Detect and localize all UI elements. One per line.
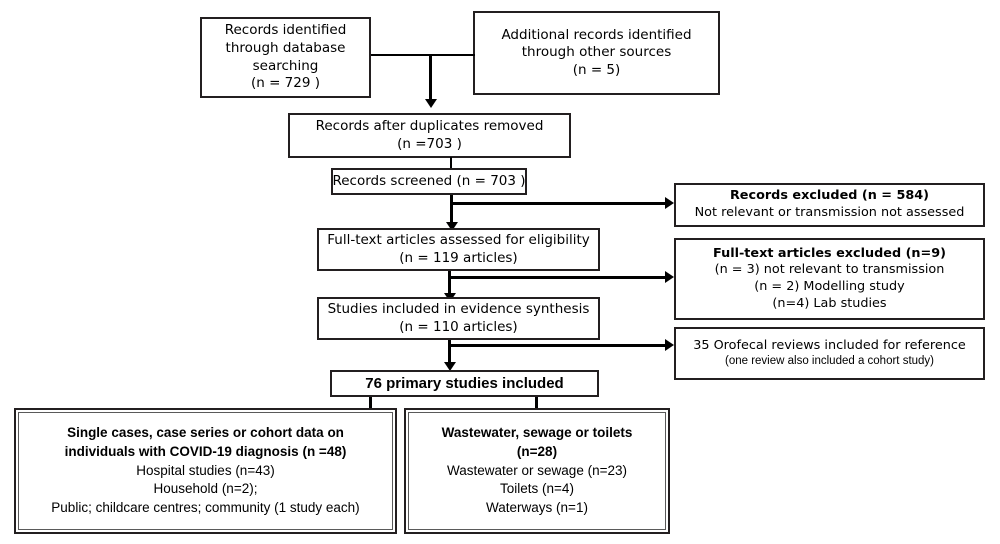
node-records-excluded: Records excluded (n = 584) Not relevant … xyxy=(674,183,985,227)
node-line: (n = 2) Modelling study xyxy=(754,279,905,294)
node-line: Waterways (n=1) xyxy=(486,499,588,515)
node-line: Studies included in evidence synthesis xyxy=(327,300,590,317)
connector-fulltext-stem xyxy=(448,271,451,298)
node-fulltext-excluded: Full-text articles excluded (n=9) (n = 3… xyxy=(674,238,985,320)
node-line: searching xyxy=(252,57,319,74)
connector-studies-stem xyxy=(448,340,451,367)
node-heading: Single cases, case series or cohort data… xyxy=(67,425,344,441)
node-line: (n = 729 ) xyxy=(250,75,321,92)
node-line: (n = 119 articles) xyxy=(399,249,518,266)
connector-branch-orofecal xyxy=(450,344,666,347)
node-line: Records identified xyxy=(224,22,347,39)
connector-primary-to-single-cases xyxy=(369,397,372,413)
node-fulltext-assessed: Full-text articles assessed for eligibil… xyxy=(317,228,600,271)
connector-screened-stem xyxy=(450,195,453,227)
node-line: Full-text articles assessed for eligibil… xyxy=(327,231,590,248)
arrow-to-fulltext-excluded xyxy=(665,271,674,283)
arrow-to-fulltext-assessed xyxy=(446,222,458,231)
node-single-cases: Single cases, case series or cohort data… xyxy=(14,408,397,534)
node-line: Additional records identified xyxy=(501,26,692,43)
connector-top-left-horizontal xyxy=(371,54,431,56)
node-heading: Wastewater, sewage or toilets xyxy=(441,425,633,441)
node-line: Toilets (n=4) xyxy=(500,481,574,497)
node-line: (n = 5) xyxy=(572,61,621,78)
node-line: through database xyxy=(225,39,346,56)
node-heading: (n=28) xyxy=(516,444,558,460)
node-heading: individuals with COVID-19 diagnosis (n =… xyxy=(64,444,347,460)
node-line: (n = 3) not relevant to transmission xyxy=(714,262,945,278)
node-line: 35 Orofecal reviews included for referen… xyxy=(693,337,966,353)
arrow-to-primary-studies xyxy=(444,362,456,371)
node-primary-studies: 76 primary studies included xyxy=(330,370,599,397)
node-line: through other sources xyxy=(521,44,672,61)
node-line: Records screened (n = 703 ) xyxy=(332,172,526,189)
node-line: 76 primary studies included xyxy=(365,374,564,392)
node-line: (n=4) Lab studies xyxy=(772,295,887,311)
node-line: Hospital studies (n=43) xyxy=(136,462,275,478)
node-additional-records: Additional records identified through ot… xyxy=(473,11,720,95)
node-records-identified: Records identified through database sear… xyxy=(200,17,371,98)
node-orofecal-reviews: 35 Orofecal reviews included for referen… xyxy=(674,327,985,380)
node-heading: Records excluded (n = 584) xyxy=(729,188,930,204)
node-line: Not relevant or transmission not assesse… xyxy=(694,205,965,220)
connector-top-right-horizontal xyxy=(429,54,475,56)
node-records-screened: Records screened (n = 703 ) xyxy=(331,168,527,195)
node-line: Records after duplicates removed xyxy=(315,117,544,134)
node-line: Public; childcare centres; community (1 … xyxy=(51,499,360,515)
node-duplicates-removed: Records after duplicates removed (n =703… xyxy=(288,113,571,158)
node-note: (one review also included a cohort study… xyxy=(724,355,935,368)
connector-duplicates-to-screened xyxy=(450,157,452,170)
node-wastewater: Wastewater, sewage or toilets (n=28) Was… xyxy=(404,408,670,534)
connector-top-stem xyxy=(429,54,432,101)
connector-primary-to-wastewater xyxy=(535,397,538,413)
arrow-to-duplicates-removed xyxy=(425,99,437,108)
arrow-to-records-excluded xyxy=(665,197,674,209)
connector-branch-fulltext-excluded xyxy=(450,276,666,279)
node-studies-included: Studies included in evidence synthesis (… xyxy=(317,297,600,340)
node-heading: Full-text articles excluded (n=9) xyxy=(713,245,946,261)
connector-branch-records-excluded xyxy=(452,202,666,205)
node-line: (n =703 ) xyxy=(397,135,462,152)
arrow-to-orofecal-reviews xyxy=(665,339,674,351)
node-line: Household (n=2); xyxy=(153,481,258,497)
node-line: (n = 110 articles) xyxy=(399,318,518,335)
node-line: Wastewater or sewage (n=23) xyxy=(447,462,627,478)
